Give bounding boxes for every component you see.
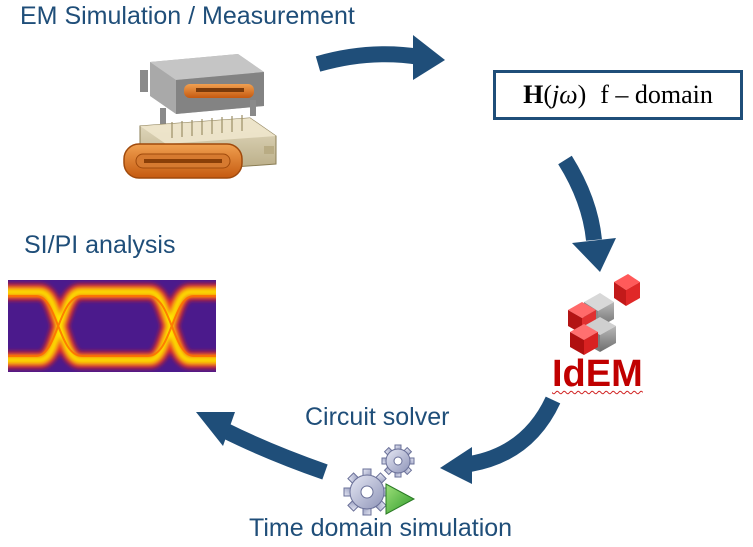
label-si-pi-analysis: SI/PI analysis: [24, 231, 176, 259]
arrow-to-idem: [558, 155, 616, 272]
transfer-function-box: H(jω) f – domain: [493, 70, 743, 120]
transfer-symbol: H: [523, 80, 544, 109]
arrow-to-transfer-function: [315, 35, 445, 80]
label-em-simulation: EM Simulation / Measurement: [20, 2, 355, 30]
label-circuit-solver: Circuit solver: [305, 403, 450, 431]
gear-large-icon: [343, 468, 391, 516]
arrow-to-si-pi: [196, 412, 328, 480]
cube-red-top: [614, 274, 640, 306]
cube-red-bottom: [570, 324, 598, 355]
connector-housing: [140, 54, 264, 124]
idem-logo-text: IdEM: [552, 353, 643, 395]
stacked-cubes-icon: [568, 274, 640, 355]
transfer-open-paren: (: [543, 80, 552, 109]
transfer-domain: f – domain: [600, 80, 713, 109]
arrow-to-time-domain: [440, 396, 561, 484]
transfer-close-paren: ): [577, 80, 587, 109]
play-icon: [385, 483, 416, 515]
usb-c-connector-icon: [123, 54, 277, 179]
flow-arrows: [196, 35, 616, 484]
gears-play-icon: [343, 444, 416, 516]
transfer-argument: jω: [551, 80, 578, 109]
gear-small-icon: [381, 444, 415, 478]
connector-plug: [123, 115, 277, 179]
eye-diagram-icon: [8, 280, 216, 372]
label-time-domain-simulation: Time domain simulation: [249, 514, 513, 542]
